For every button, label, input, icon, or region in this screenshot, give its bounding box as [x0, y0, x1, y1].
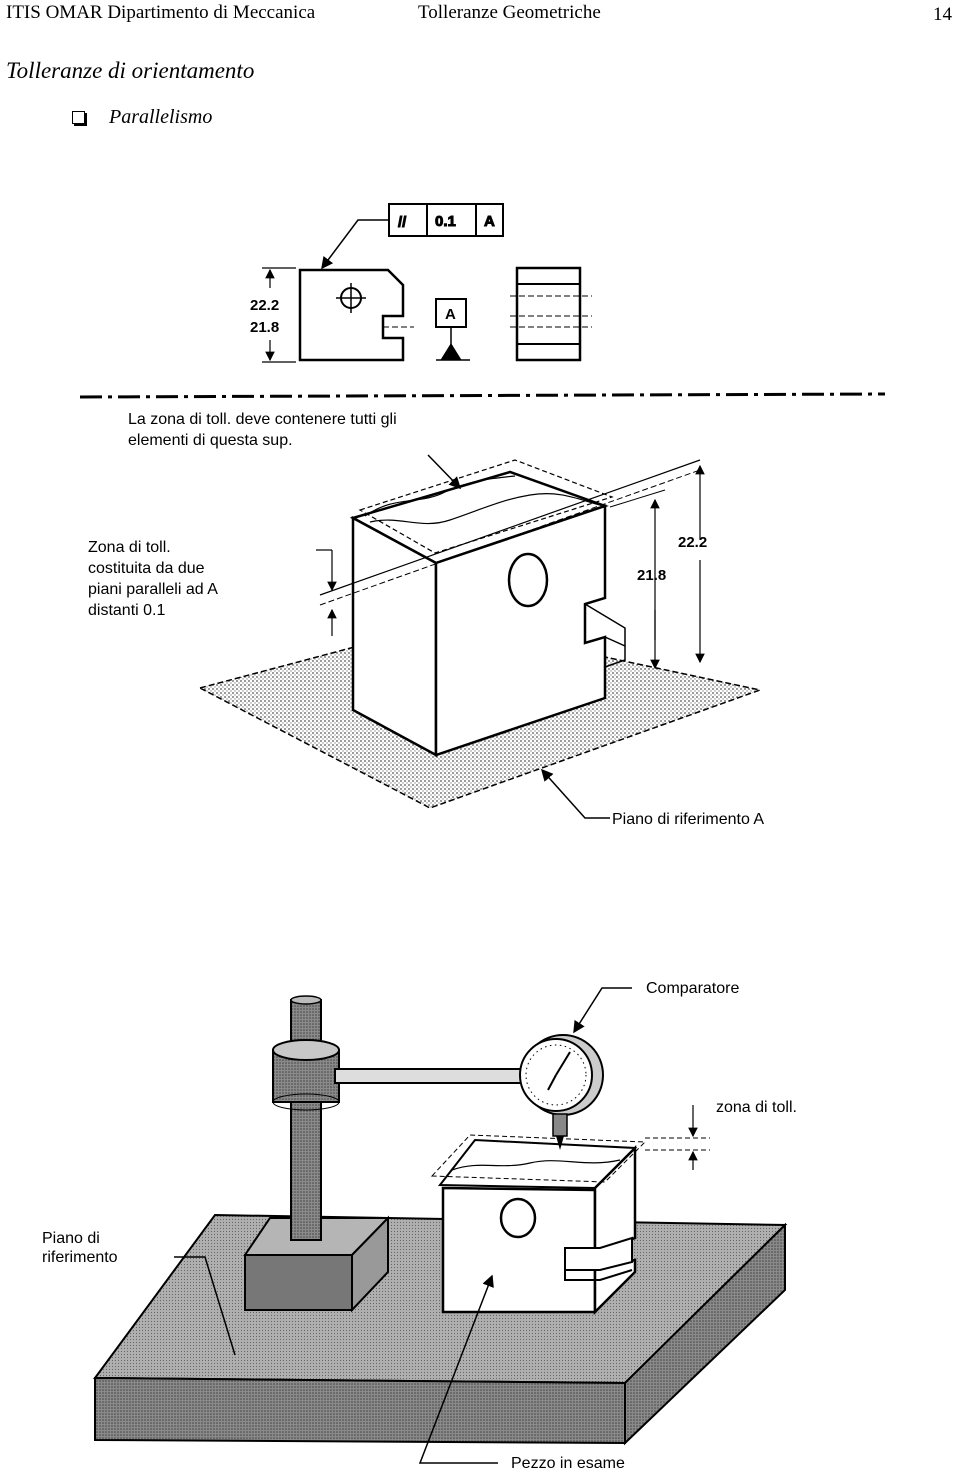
header-department: ITIS OMAR Dipartimento di Meccanica — [6, 2, 316, 23]
separator-cut-line — [79, 392, 886, 399]
note-top-line2: elementi di questa sup. — [128, 432, 293, 449]
note-top-line1: La zona di toll. deve contenere tutti gl… — [128, 411, 397, 428]
iso-dim-upper: 22.2 — [678, 534, 707, 551]
dim-lower-text: 21.8 — [250, 319, 279, 336]
header-course-title: Tolleranze Geometriche — [418, 2, 601, 23]
fcf-datum: A — [484, 213, 495, 230]
comparator-label: Comparatore — [646, 980, 739, 997]
piece-label: Pezzo in esame — [511, 1455, 625, 1470]
zone-note-line2: costituita da due — [88, 560, 205, 577]
orthographic-view: // 0.1 A — [262, 203, 592, 363]
iso-dim-lower: 21.8 — [637, 567, 666, 584]
page-number: 14 — [933, 4, 952, 25]
bullet-label: Parallelismo — [109, 106, 213, 128]
parallelism-symbol: // — [398, 214, 407, 231]
measurement-setup — [93, 987, 788, 1464]
zone-note-line1: Zona di toll. — [88, 539, 171, 556]
bullet-item: Parallelismo — [72, 106, 212, 129]
ref-plane-label-line2: riferimento — [42, 1249, 118, 1266]
section-title: Tolleranze di orientamento — [6, 58, 255, 83]
fcf-tolerance-value: 0.1 — [435, 213, 456, 230]
isometric-view — [197, 454, 763, 819]
ref-plane-label-line1: Piano di — [42, 1230, 100, 1247]
reference-plane-label: Piano di riferimento A — [612, 811, 764, 828]
checkbox-bullet-icon — [72, 111, 85, 124]
dim-upper-text: 22.2 — [250, 297, 279, 314]
datum-label: A — [445, 306, 456, 323]
zone-note-line3: piani paralleli ad A — [88, 581, 218, 598]
zone-note-line4: distanti 0.1 — [88, 602, 165, 619]
tolerance-zone-label: zona di toll. — [716, 1099, 797, 1116]
